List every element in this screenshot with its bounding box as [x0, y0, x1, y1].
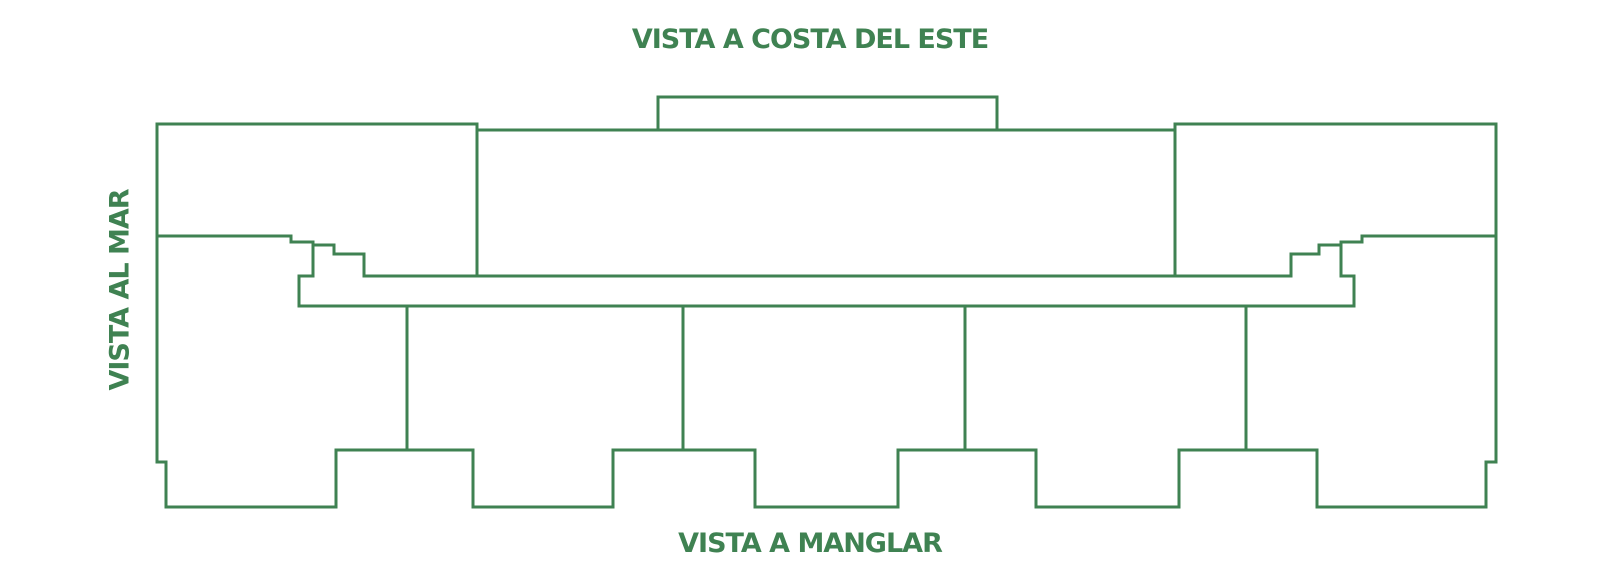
- left-upper-block: [155, 122, 479, 236]
- view-label-top: VISTA A COSTA DEL ESTE: [631, 24, 989, 55]
- view-label-bottom: VISTA A MANGLAR: [678, 528, 943, 559]
- outer-outline: [155, 236, 1498, 509]
- left-step-divider: [157, 234, 1496, 278]
- central-upper-block: [475, 128, 1177, 276]
- right-upper-block: [1173, 122, 1498, 236]
- top-block: [656, 95, 999, 130]
- corridor: [297, 245, 1356, 308]
